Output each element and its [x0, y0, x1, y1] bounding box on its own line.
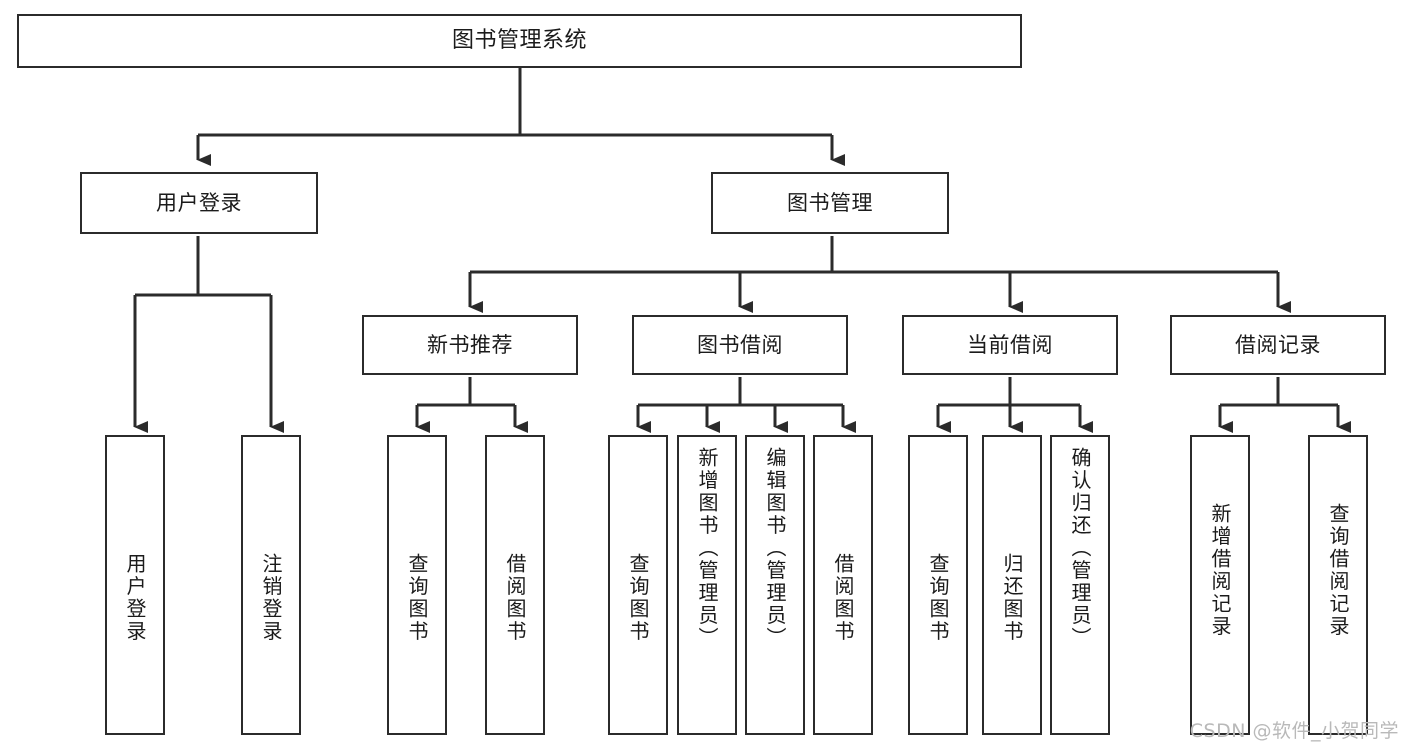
node-label: 图书管理系统 [451, 28, 587, 54]
node-label: 当前借阅 [967, 332, 1053, 357]
node-leaf-query-book-recommend[interactable]: 查询图书 [387, 435, 447, 735]
node-label: 借阅记录 [1235, 332, 1321, 357]
node-label: 新书推荐 [427, 332, 513, 357]
node-leaf-query-borrow-record[interactable]: 查询借阅记录 [1308, 435, 1368, 735]
node-current-borrow[interactable]: 当前借阅 [902, 315, 1118, 375]
node-leaf-borrow-book[interactable]: 借阅图书 [813, 435, 873, 735]
node-borrow-record[interactable]: 借阅记录 [1170, 315, 1386, 375]
node-label: 编辑图书（管理员） [763, 447, 787, 650]
node-leaf-query-book-current[interactable]: 查询图书 [908, 435, 968, 735]
node-label: 新增借阅记录 [1208, 503, 1232, 638]
node-book-borrow[interactable]: 图书借阅 [632, 315, 848, 375]
node-leaf-logout[interactable]: 注销登录 [241, 435, 301, 735]
node-label: 用户登录 [156, 190, 242, 215]
node-label: 确认归还（管理员） [1068, 447, 1092, 650]
node-leaf-return-book[interactable]: 归还图书 [982, 435, 1042, 735]
watermark-text: CSDN @软件_小贺同学 [1189, 720, 1399, 742]
node-label: 图书管理 [787, 190, 873, 215]
node-label: 用户登录 [123, 553, 147, 643]
node-leaf-edit-book-admin[interactable]: 编辑图书（管理员） [745, 435, 805, 735]
node-leaf-query-book-borrow[interactable]: 查询图书 [608, 435, 668, 735]
node-book-management[interactable]: 图书管理 [711, 172, 949, 234]
node-label: 查询图书 [626, 553, 650, 643]
node-label: 查询图书 [926, 553, 950, 643]
node-root-book-management-system[interactable]: 图书管理系统 [17, 14, 1022, 68]
node-leaf-borrow-book-recommend[interactable]: 借阅图书 [485, 435, 545, 735]
node-user-login[interactable]: 用户登录 [80, 172, 318, 234]
node-label: 查询借阅记录 [1326, 503, 1350, 638]
node-leaf-confirm-return-admin[interactable]: 确认归还（管理员） [1050, 435, 1110, 735]
node-label: 新增图书（管理员） [695, 447, 719, 650]
node-label: 归还图书 [1000, 553, 1024, 643]
node-label: 查询图书 [405, 553, 429, 643]
node-leaf-add-borrow-record[interactable]: 新增借阅记录 [1190, 435, 1250, 735]
node-label: 借阅图书 [503, 553, 527, 643]
node-new-book-recommend[interactable]: 新书推荐 [362, 315, 578, 375]
node-leaf-user-login[interactable]: 用户登录 [105, 435, 165, 735]
node-leaf-add-book-admin[interactable]: 新增图书（管理员） [677, 435, 737, 735]
node-label: 借阅图书 [831, 553, 855, 643]
node-label: 图书借阅 [697, 332, 783, 357]
node-label: 注销登录 [259, 553, 283, 643]
